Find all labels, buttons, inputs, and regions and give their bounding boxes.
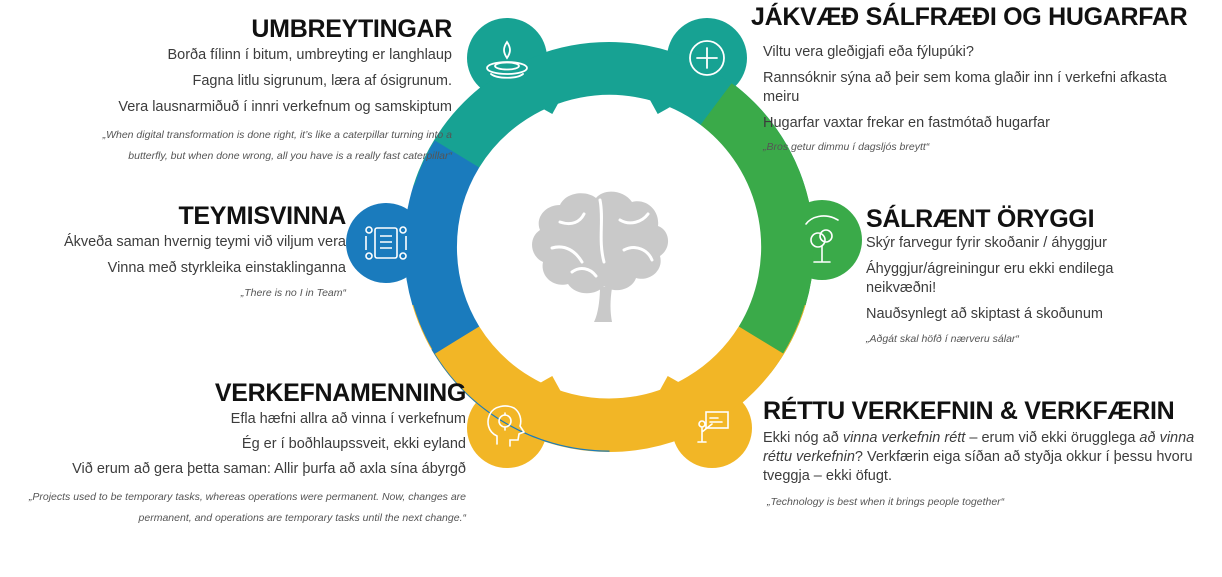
section-verkefnamenning: VERKEFNAMENNING Efla hæfni allra að vinn… [0, 378, 466, 529]
section-line: Nauðsynlegt að skiptast á skoðunum [866, 306, 1103, 322]
section-title: SÁLRÆNT ÖRYGGI [866, 205, 1095, 233]
body-emphasis: vinna verkefnin rétt [842, 430, 966, 446]
section-umbreytingar: UMBREYTINGAR Borða fílinn í bitum, umbre… [90, 14, 453, 167]
section-title: RÉTTU VERKEFNIN & VERKFÆRIN [763, 397, 1175, 425]
segment-blue-cover [404, 140, 480, 354]
section-title: TEYMISVINNA [178, 202, 346, 230]
brain-icon [532, 191, 669, 322]
section-line: Efla hæfni allra að vinna í verkefnum [230, 411, 466, 427]
section-line: Ég er í boðhlaupssveit, ekki eyland [241, 436, 466, 452]
section-line: Vera lausnarmiðuð í innri verkefnum og s… [118, 99, 452, 115]
head-lightbulb-icon [487, 405, 526, 447]
section-quote: „Technology is best when it brings peopl… [767, 496, 1005, 508]
section-line: Borða fílinn í bitum, umbreyting er lang… [167, 47, 452, 63]
team-board-icon [365, 226, 407, 260]
section-line: Ákveða saman hvernig teymi við viljum ve… [63, 234, 346, 250]
body-text: ? Verkfærin eiga síðan að styðja okkur í… [763, 449, 1193, 484]
section-line: Fagna litlu sigrunum, læra af ósigrunum. [192, 73, 452, 89]
segment-green-arc [699, 83, 814, 354]
section-line: Rannsóknir sýna að þeir sem koma glaðir … [763, 70, 1167, 105]
section-body: Ekki nóg að vinna verkefnin rétt – erum … [763, 429, 1198, 486]
section-quote: „When digital transformation is done rig… [102, 129, 452, 162]
water-drop-icon [486, 40, 528, 79]
section-salraent: SÁLRÆNT ÖRYGGI Skýr farvegur fyrir skoða… [866, 204, 1196, 347]
hand-tree-icon [805, 215, 839, 263]
section-title: VERKEFNAMENNING [214, 379, 466, 407]
segment-yellow-arc [434, 325, 784, 451]
section-rettu: RÉTTU VERKEFNIN & VERKFÆRIN Ekki nóg að … [763, 396, 1203, 510]
plus-circle-icon [689, 40, 725, 76]
section-line: Við erum að gera þetta saman: Allir þurf… [72, 461, 466, 477]
body-emphasis: að vinna réttu verkefnin [763, 430, 1195, 465]
segment-teal-arc [434, 42, 732, 169]
section-teymisvinna: TEYMISVINNA Ákveða saman hvernig teymi v… [0, 201, 346, 301]
section-line: Vinna með styrkleika einstaklinganna [107, 260, 346, 276]
section-line: Skýr farvegur fyrir skoðanir / áhyggjur [866, 235, 1107, 251]
body-text: – erum við ekki örugglega [965, 430, 1140, 446]
section-line: Viltu vera gleðigjafi eða fýlupúki? [763, 44, 974, 60]
section-quote: „There is no I in Team“ [240, 287, 346, 299]
section-quote: „Projects used to be temporary tasks, wh… [28, 491, 466, 524]
presenter-board-icon [697, 411, 729, 443]
section-line: Hugarfar vaxtar frekar en fastmótað huga… [763, 115, 1050, 131]
section-quote: „Aðgát skal höfð í nærveru sálar“ [866, 333, 1019, 345]
section-line: Áhyggjur/ágreiningur eru ekki endilega n… [866, 261, 1114, 296]
section-title: UMBREYTINGAR [251, 15, 452, 43]
section-quote: „Bros getur dimmu í dagsljós breytt“ [763, 141, 930, 153]
section-title: JÁKVÆÐ SÁLFRÆÐI OG HUGARFAR [751, 3, 1188, 31]
body-text: Ekki nóg að [763, 430, 843, 446]
section-jakvaed: JÁKVÆÐ SÁLFRÆÐI OG HUGARFAR Viltu vera g… [751, 2, 1216, 155]
